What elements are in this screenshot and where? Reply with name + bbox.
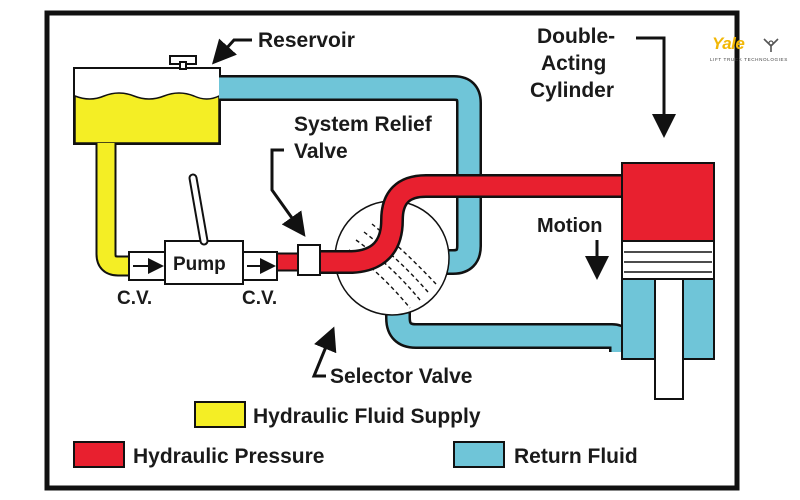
label-motion: Motion bbox=[537, 215, 603, 237]
legend: Hydraulic Fluid Supply Hydraulic Pressur… bbox=[73, 401, 638, 468]
legend-swatch-pressure bbox=[73, 441, 125, 468]
legend-swatch-supply bbox=[194, 401, 246, 428]
pointer-arrows bbox=[211, 36, 676, 378]
legend-swatch-return bbox=[453, 441, 505, 468]
label-selector-valve: Selector Valve bbox=[330, 365, 472, 388]
yale-logo-mark-icon bbox=[763, 38, 779, 52]
label-cv-right: C.V. bbox=[242, 288, 277, 309]
label-pump: Pump bbox=[173, 254, 226, 275]
reservoir-fluid bbox=[74, 92, 220, 144]
reservoir bbox=[73, 55, 221, 145]
cylinder-pointer-arrow bbox=[636, 36, 676, 138]
label-reservoir: Reservoir bbox=[258, 29, 355, 52]
double-acting-cylinder bbox=[621, 162, 715, 400]
label-double-acting-line1: Double- bbox=[537, 25, 615, 48]
legend-label-pressure: Hydraulic Pressure bbox=[133, 445, 324, 468]
reservoir-pointer-arrow bbox=[211, 38, 252, 65]
legend-label-return: Return Fluid bbox=[514, 445, 638, 468]
logo-name: Yale bbox=[712, 34, 745, 53]
cylinder-piston bbox=[621, 240, 715, 280]
label-double-acting-line2: Acting bbox=[541, 52, 606, 75]
cylinder-rod bbox=[654, 278, 684, 400]
label-double-acting-line3: Cylinder bbox=[530, 79, 614, 102]
relief-valve-pointer-arrow bbox=[270, 148, 306, 237]
logo-tagline: LIFT TRUCK TECHNOLOGIES bbox=[710, 57, 788, 62]
pump bbox=[128, 173, 278, 285]
cylinder-pressure-chamber bbox=[621, 162, 715, 242]
label-system-relief-line2: Valve bbox=[294, 140, 348, 163]
system-relief-valve bbox=[297, 244, 321, 276]
label-system-relief-line1: System Relief bbox=[294, 113, 433, 136]
label-cv-left: C.V. bbox=[117, 288, 152, 309]
selector-pointer-arrow bbox=[311, 326, 337, 378]
yale-logo: Yale LIFT TRUCK TECHNOLOGIES bbox=[706, 34, 790, 74]
legend-label-supply: Hydraulic Fluid Supply bbox=[253, 405, 481, 428]
